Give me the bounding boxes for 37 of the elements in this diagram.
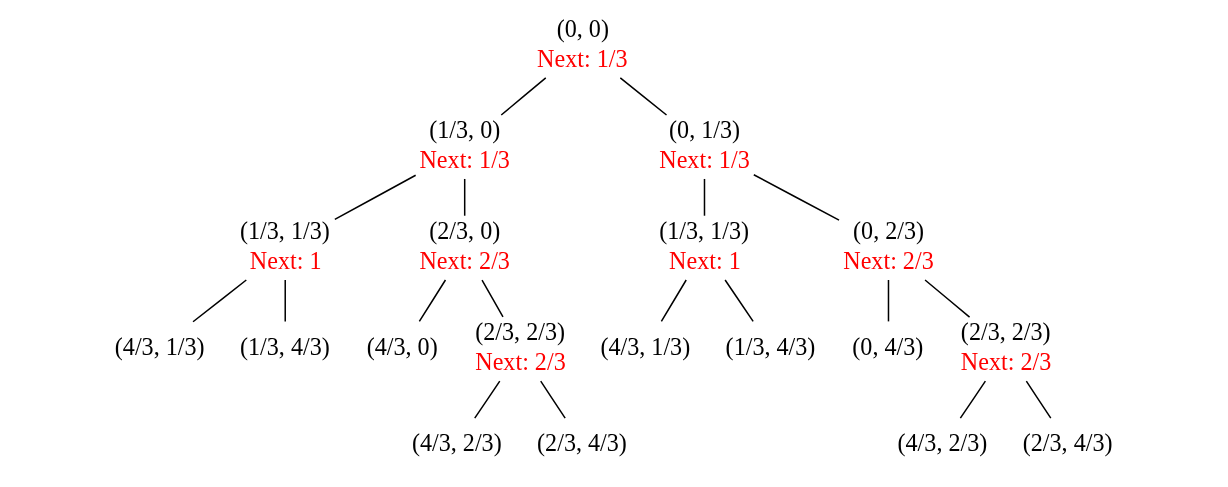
node-text: (2/3, 4/3) bbox=[1022, 429, 1113, 457]
connector bbox=[724, 279, 754, 323]
node-text: (1/3, 0) Next: 1/3 bbox=[419, 115, 510, 173]
connector bbox=[481, 279, 504, 318]
node-text: (0, 2/3) Next: 2/3 bbox=[843, 216, 934, 274]
connector bbox=[539, 380, 566, 419]
node-text: (4/3, 1/3) bbox=[114, 332, 205, 360]
connector bbox=[500, 77, 547, 116]
node-text: (0, 4/3) bbox=[852, 332, 924, 360]
connector bbox=[619, 77, 668, 116]
node-text: (2/3, 2/3) Next: 2/3 bbox=[475, 317, 566, 375]
connector bbox=[924, 279, 971, 318]
node-text: (4/3, 2/3) bbox=[411, 429, 502, 457]
connector bbox=[703, 178, 706, 217]
node-text: (1/3, 1/3) Next: 1 bbox=[659, 216, 750, 274]
node-text: (2/3, 0) Next: 2/3 bbox=[419, 216, 510, 274]
node-text: (1/3, 4/3) bbox=[239, 332, 330, 360]
connector bbox=[418, 279, 447, 323]
node-text: (4/3, 2/3) bbox=[897, 429, 988, 457]
connector bbox=[887, 279, 890, 323]
node-text: (1/3, 1/3) Next: 1 bbox=[239, 216, 330, 274]
node-text: (2/3, 4/3) bbox=[537, 429, 627, 457]
node-text: (0, 0) Next: 1/3 bbox=[537, 14, 628, 72]
connector bbox=[334, 174, 417, 221]
connector bbox=[1025, 380, 1052, 419]
node-text: (2/3, 2/3) Next: 2/3 bbox=[960, 317, 1052, 375]
connector bbox=[192, 279, 248, 323]
connector bbox=[284, 279, 286, 323]
connector bbox=[474, 380, 501, 419]
connector bbox=[753, 174, 840, 221]
node-text: (0, 1/3) Next: 1/3 bbox=[659, 115, 750, 173]
connector bbox=[660, 279, 687, 323]
node-text: (4/3, 0) bbox=[366, 332, 438, 360]
node-text: (1/3, 4/3) bbox=[725, 332, 816, 360]
connector bbox=[959, 380, 987, 419]
connector bbox=[463, 178, 466, 217]
node-text: (4/3, 1/3) bbox=[600, 332, 691, 360]
